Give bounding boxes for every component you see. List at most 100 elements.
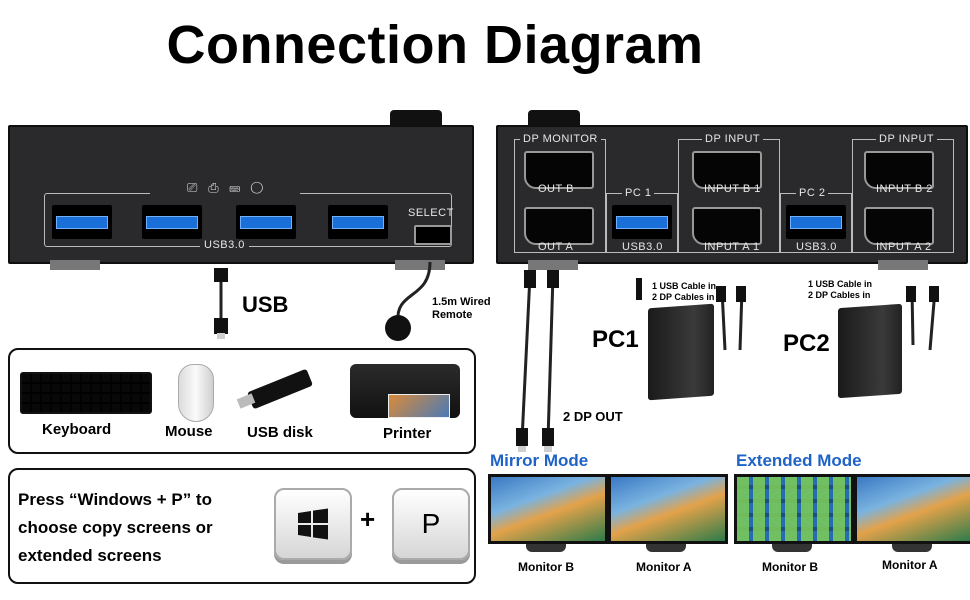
front-usb-port-4[interactable] — [328, 205, 388, 239]
pc2-label: PC 2 — [796, 187, 829, 199]
dp-input-a1-port[interactable] — [692, 207, 762, 245]
monitor-extended-b — [734, 474, 854, 544]
input-b1-label: INPUT B 1 — [704, 183, 761, 195]
input-b2-label: INPUT B 2 — [876, 183, 933, 195]
mirror-mode-label: Mirror Mode — [490, 451, 589, 470]
p-key-label: P — [421, 508, 441, 539]
pc1-plug-1 — [716, 286, 726, 302]
pc1-tower — [648, 303, 714, 401]
usb-group-label: USB3.0 — [200, 239, 249, 251]
plus-sign: + — [360, 504, 376, 534]
usb-plug-bottom — [214, 318, 228, 334]
stand-4 — [892, 544, 932, 552]
monitor-extended-a — [854, 474, 970, 544]
pc2-note-2: 2 DP Cables in — [808, 290, 871, 300]
rear-foot-right — [878, 260, 928, 270]
peripheral-icons: ⎚ ⎙ ⌨ ◯ — [150, 180, 300, 196]
dp-cable-a — [546, 274, 555, 441]
select-label: SELECT — [408, 207, 454, 219]
keyboard-icon: ⌨ — [229, 180, 240, 195]
dp-plug-top-b — [524, 270, 536, 288]
dp-cable-b — [520, 274, 532, 441]
dp-monitor-label: DP MONITOR — [520, 133, 601, 145]
dp-input-label-1: DP INPUT — [702, 133, 764, 145]
monitor-mirror-b — [488, 474, 608, 544]
pc2-name: PC2 — [783, 330, 830, 357]
usb-label: USB — [242, 292, 289, 317]
foot-right — [395, 260, 445, 270]
devices-panel: Keyboard Mouse USB disk Printer — [8, 348, 476, 454]
device-label-usb-disk: USB disk — [247, 424, 313, 441]
usb-disk-image — [246, 368, 314, 410]
dp-plug-bottom-a — [542, 428, 554, 446]
device-label-keyboard: Keyboard — [42, 421, 112, 438]
dp-out-label: 2 DP OUT — [563, 409, 623, 424]
p-key: P — [392, 488, 470, 560]
monitor-label-1: Monitor B — [518, 560, 574, 574]
rear-usb-pc2[interactable] — [786, 205, 846, 239]
rear-usb-pc1[interactable] — [612, 205, 672, 239]
select-port[interactable] — [414, 225, 452, 245]
pc2-plug-2 — [929, 286, 939, 302]
stand-2 — [646, 544, 686, 552]
stand-1 — [526, 544, 566, 552]
dp-input-b2-port[interactable] — [864, 151, 934, 189]
extended-mode-label: Extended Mode — [736, 451, 862, 470]
pc1-name: PC1 — [592, 326, 639, 353]
dp-plug-bottom-b — [516, 428, 528, 446]
pc1-note-cable — [636, 278, 642, 300]
device-label-printer: Printer — [383, 425, 432, 442]
instructions-panel: Press “Windows + P” to choose copy scree… — [8, 468, 476, 584]
pc1-notes: 1 USB Cable in 2 DP Cables in — [652, 281, 716, 303]
printer-photo-tray — [388, 394, 450, 418]
knob-front — [390, 110, 442, 126]
remote-cable — [396, 261, 432, 323]
device-label-mouse: Mouse — [165, 423, 213, 440]
stand-3 — [772, 544, 812, 552]
pc2-plug-1 — [906, 286, 916, 302]
keyboard-image — [20, 372, 152, 414]
pc2-tower — [838, 303, 902, 399]
monitor-mirror-a — [608, 474, 728, 544]
input-a1-label: INPUT A 1 — [704, 241, 760, 253]
pc2-note-1: 1 USB Cable in — [808, 279, 873, 289]
front-usb-port-2[interactable] — [142, 205, 202, 239]
pc1-note-1: 1 USB Cable in — [652, 281, 717, 291]
usb-plug-top — [214, 268, 228, 282]
page-title: Connection Diagram — [166, 15, 704, 75]
printer-icon: ⎙ — [208, 180, 219, 195]
pc1-label: PC 1 — [622, 187, 655, 199]
usb30-label-1: USB3.0 — [622, 241, 663, 253]
dp-input-a2-port[interactable] — [864, 207, 934, 245]
dp-out-b-port[interactable] — [524, 151, 594, 189]
monitor-label-3: Monitor B — [762, 560, 818, 574]
instruction-text: Press “Windows + P” to choose copy scree… — [18, 486, 213, 570]
remote-label-1: 1.5m Wired — [432, 296, 491, 308]
pc1-plug-2 — [736, 286, 746, 302]
dp-plug-top-a — [547, 270, 559, 288]
knob-rear — [528, 110, 580, 126]
kvm-rear-panel: DP MONITOR OUT B OUT A PC 1 USB3.0 DP IN… — [496, 125, 968, 270]
mouse-image — [178, 364, 214, 422]
camera-icon: ⎚ — [187, 180, 198, 195]
windows-key — [274, 488, 352, 560]
instruction-line-2: choose copy screens or — [18, 518, 213, 537]
instruction-line-3: extended screens — [18, 546, 162, 565]
dp-input-b1-port[interactable] — [692, 151, 762, 189]
mouse-icon: ◯ — [250, 180, 263, 195]
pc2-notes: 1 USB Cable in 2 DP Cables in — [808, 279, 872, 301]
instruction-line-1: Press “Windows + P” to — [18, 490, 212, 509]
monitor-label-2: Monitor A — [636, 560, 692, 574]
remote-button — [385, 315, 411, 341]
dp-input-label-2: DP INPUT — [876, 133, 938, 145]
remote-label-2: Remote — [432, 309, 473, 321]
front-usb-port-1[interactable] — [52, 205, 112, 239]
front-usb-port-3[interactable] — [236, 205, 296, 239]
out-b-label: OUT B — [538, 183, 574, 195]
dp-out-a-port[interactable] — [524, 207, 594, 245]
pc1-note-2: 2 DP Cables in — [652, 292, 715, 302]
usb30-label-2: USB3.0 — [796, 241, 837, 253]
windows-logo-icon — [298, 508, 328, 540]
foot-left — [50, 260, 100, 270]
